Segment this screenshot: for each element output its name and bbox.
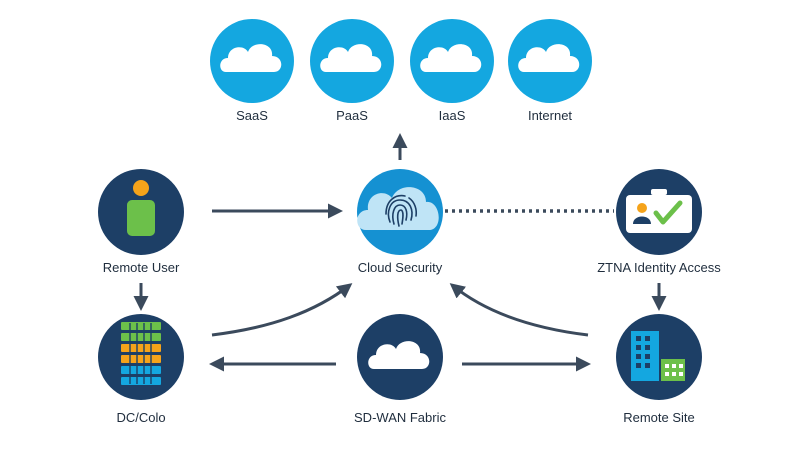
internet-label: Internet bbox=[527, 108, 573, 123]
building-icon bbox=[631, 331, 685, 381]
dc-colo-label: DC/Colo bbox=[116, 410, 166, 425]
server-rack-icon bbox=[121, 322, 161, 385]
iaas-label: IaaS bbox=[438, 108, 466, 123]
saas-node bbox=[210, 19, 294, 103]
dc-colo-node bbox=[98, 314, 184, 400]
remote-site-label: Remote Site bbox=[623, 410, 695, 425]
internet-node bbox=[508, 19, 592, 103]
paas-node bbox=[310, 19, 394, 103]
ztna-identity-label: ZTNA Identity Access bbox=[597, 260, 721, 275]
arrow-site-to-security bbox=[449, 283, 589, 337]
ztna-identity-node bbox=[616, 169, 702, 255]
cloud-security-node bbox=[357, 169, 443, 255]
arrow-dc-to-security bbox=[211, 283, 353, 337]
cloud-security-label: Cloud Security bbox=[357, 260, 443, 275]
sdwan-fabric-node bbox=[357, 314, 443, 400]
remote-user-node bbox=[98, 169, 184, 255]
sdwan-fabric-label: SD-WAN Fabric bbox=[354, 410, 446, 425]
saas-label: SaaS bbox=[236, 108, 268, 123]
fingerprint-icon bbox=[385, 194, 418, 227]
remote-user-label: Remote User bbox=[102, 260, 180, 275]
paas-label: PaaS bbox=[336, 108, 368, 123]
remote-site-node bbox=[616, 314, 702, 400]
iaas-node bbox=[410, 19, 494, 103]
id-card-icon bbox=[626, 189, 692, 233]
user-icon bbox=[127, 180, 155, 236]
